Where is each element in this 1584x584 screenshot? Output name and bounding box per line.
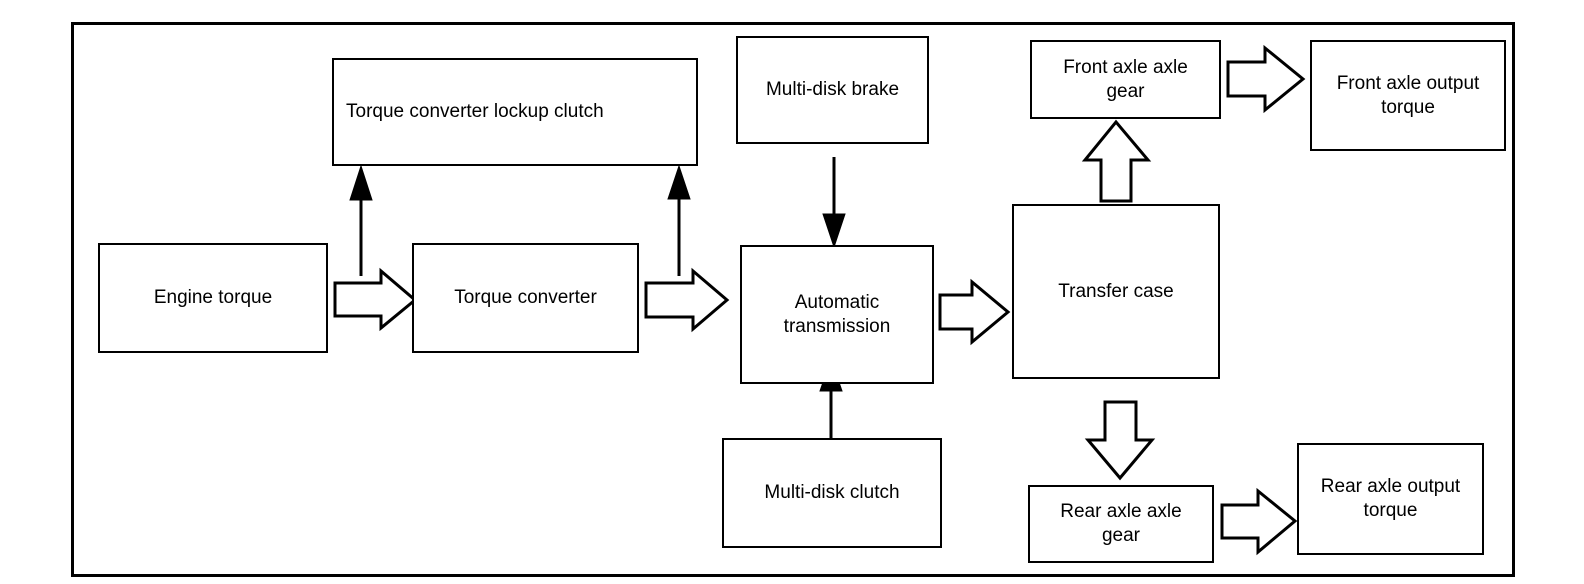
node-multi-disk-brake[interactable]: Multi-disk brake bbox=[736, 36, 929, 144]
node-label: Rear axle axle gear bbox=[1060, 501, 1182, 546]
node-label: Front axle axle gear bbox=[1063, 56, 1188, 102]
node-front-axle-output-torque[interactable]: Front axle output torque bbox=[1310, 40, 1506, 151]
node-label: Torque converter lockup clutch bbox=[346, 101, 604, 123]
node-engine-torque[interactable]: Engine torque bbox=[98, 243, 328, 353]
node-label: Multi-disk clutch bbox=[764, 482, 900, 504]
node-automatic-transmission[interactable]: Automatic transmission bbox=[740, 245, 934, 384]
node-label: Transfer case bbox=[1058, 280, 1174, 302]
node-label: Front axle output torque bbox=[1336, 72, 1480, 118]
node-rear-axle-output-torque[interactable]: Rear axle output torque bbox=[1297, 443, 1484, 555]
node-label: Automatic transmission bbox=[783, 291, 891, 337]
node-multi-disk-clutch[interactable]: Multi-disk clutch bbox=[722, 438, 942, 548]
node-transfer-case[interactable]: Transfer case bbox=[1012, 204, 1220, 379]
node-label: Multi-disk brake bbox=[765, 79, 900, 101]
node-torque-converter[interactable]: Torque converter bbox=[412, 243, 639, 353]
node-rear-axle-axle-gear[interactable]: Rear axle axle gear bbox=[1028, 485, 1214, 563]
node-label: Rear axle output torque bbox=[1320, 476, 1461, 521]
node-label: Torque converter bbox=[454, 287, 597, 309]
node-label: Engine torque bbox=[153, 287, 273, 309]
node-front-axle-axle-gear[interactable]: Front axle axle gear bbox=[1030, 40, 1221, 119]
node-torque-converter-lockup-clutch[interactable]: Torque converter lockup clutch bbox=[332, 58, 698, 166]
diagram-outer-frame bbox=[71, 22, 1515, 577]
